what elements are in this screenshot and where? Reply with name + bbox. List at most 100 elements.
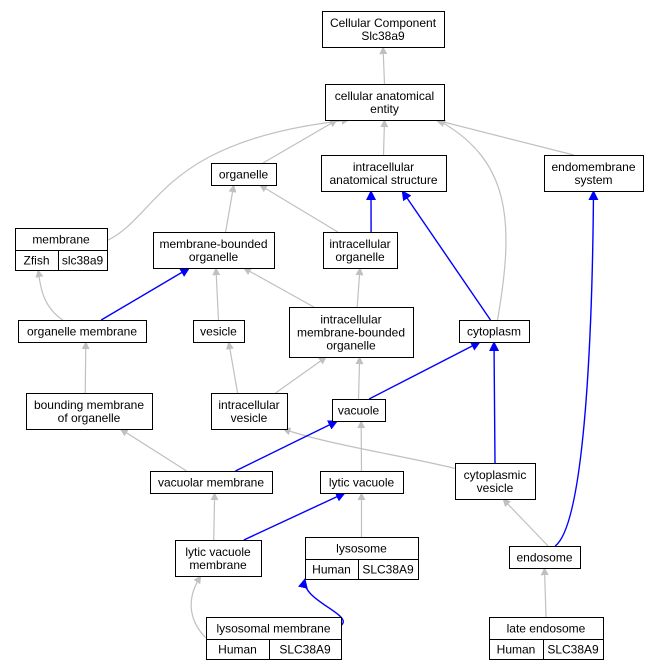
edge-vacuole-to-imbo — [355, 356, 364, 400]
edge-endosome-to-cv — [502, 498, 549, 547]
node-label: endosome — [516, 551, 572, 565]
node-label: organelle membrane — [27, 325, 137, 339]
node-box — [18, 320, 147, 343]
node-label: vesicle — [477, 481, 514, 495]
node-box — [321, 155, 447, 192]
node-box — [211, 163, 277, 186]
node-box — [322, 11, 445, 48]
node-organelle-membrane[interactable]: organelle membrane — [18, 320, 147, 343]
node-box — [175, 540, 262, 577]
edge-ias-to-cae — [380, 119, 389, 156]
node-label: Cellular Component — [330, 16, 437, 30]
edge-cytoplasm-to-cae — [437, 119, 507, 321]
edge-membrane-to-cae — [106, 116, 350, 242]
edge-endosome-to-endomembrane — [554, 190, 599, 547]
edge-lvm-to-vm — [210, 492, 219, 541]
node-box — [455, 463, 536, 500]
node-box — [211, 393, 288, 430]
node-label: lytic vacuole — [329, 476, 395, 490]
node-box — [153, 232, 275, 269]
node-cytoplasm[interactable]: cytoplasm — [459, 320, 530, 343]
node-label: intracellular — [320, 313, 381, 327]
edge-om-to-membrane — [35, 269, 64, 321]
edge-vacuole-to-cytoplasm — [368, 341, 481, 400]
node-box — [332, 399, 386, 422]
edge-vm-to-vacuole — [235, 420, 339, 472]
node-vacuole[interactable]: vacuole — [332, 399, 386, 422]
edge-organelle-to-cae — [262, 119, 338, 164]
node-label: organelle — [326, 339, 376, 353]
edge-mbo-to-organelle — [225, 184, 237, 233]
node-lytic-vacuole[interactable]: lytic vacuole — [320, 471, 404, 494]
species-label: Human — [218, 643, 257, 657]
node-label: membrane — [32, 233, 90, 247]
node-label: anatomical structure — [329, 173, 437, 187]
node-label: of organelle — [58, 411, 121, 425]
gene-cell — [543, 639, 604, 660]
edge-lvm-to-lv — [243, 492, 346, 541]
node-box — [459, 320, 530, 343]
edge-vesicle-to-mbo — [212, 267, 221, 321]
node-label: lysosomal membrane — [216, 622, 330, 636]
node-label: lytic vacuole — [185, 545, 251, 559]
node-label: membrane-bounded — [297, 326, 405, 340]
node-endosome[interactable]: endosome — [509, 546, 581, 569]
node-label: membrane — [189, 558, 247, 572]
node-label: intracellular — [353, 160, 414, 174]
node-label: cytoplasm — [467, 325, 521, 339]
annotation-badge[interactable]: Human SLC38A9 — [206, 639, 342, 660]
gene-label: SLC38A9 — [547, 643, 599, 657]
node-label: vesicle — [200, 325, 237, 339]
node-vacuolar-membrane[interactable]: vacuolar membrane — [150, 471, 273, 494]
node-box — [26, 393, 153, 430]
edge-cae-to-cc — [379, 46, 388, 85]
node-label: intracellular — [329, 237, 390, 251]
node-label: organelle — [189, 250, 239, 264]
node-label: late endosome — [507, 622, 586, 636]
node-box — [325, 84, 445, 121]
node-label: vacuolar membrane — [158, 476, 264, 490]
edge-iv-to-vesicle — [225, 341, 239, 394]
edge-vm-to-bm — [119, 428, 187, 472]
node-label: Slc38a9 — [361, 29, 405, 43]
species-label: Human — [312, 563, 351, 577]
edge-cytoplasm-to-ias — [401, 190, 492, 321]
node-box — [320, 471, 404, 494]
gene-cell — [358, 559, 419, 580]
edge-imbo-to-io — [355, 267, 364, 308]
node-vesicle[interactable]: vesicle — [193, 320, 245, 343]
gene-label: SLC38A9 — [279, 643, 331, 657]
edge-endomembrane-to-cae — [434, 117, 574, 156]
edge-cv-to-iv — [282, 427, 456, 469]
edges-layer — [35, 46, 599, 639]
node-label: organelle — [219, 168, 269, 182]
node-label: vesicle — [231, 411, 268, 425]
gene-cell — [269, 639, 342, 660]
node-label: cellular anatomical — [335, 89, 434, 103]
node-organelle[interactable]: organelle — [211, 163, 277, 186]
node-box — [323, 232, 398, 269]
edge-le-to-endosome — [540, 567, 549, 618]
gene-cell — [58, 250, 108, 271]
node-label: lysosome — [336, 542, 387, 556]
